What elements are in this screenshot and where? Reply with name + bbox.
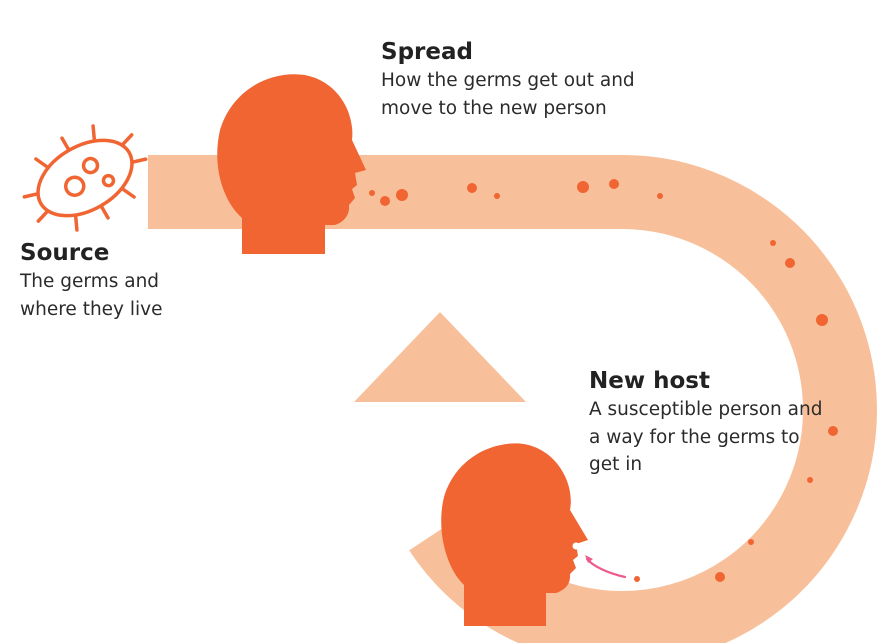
source-label: Source The germs and where they live	[20, 238, 220, 323]
droplet	[369, 190, 375, 196]
droplet	[494, 193, 500, 199]
new-host-label: New host A susceptible person and a way …	[589, 366, 829, 479]
germ-bacteria-icon	[22, 124, 148, 232]
spread-label: Spread How the germs get out and move to…	[381, 37, 681, 122]
source-title: Source	[20, 240, 110, 266]
droplet	[785, 258, 795, 268]
droplet	[657, 193, 663, 199]
droplet	[609, 179, 619, 189]
droplet	[380, 196, 390, 206]
transmission-path	[148, 154, 877, 643]
new-host-title: New host	[589, 368, 710, 394]
transmission-arrowhead	[354, 312, 526, 402]
inhale-path	[585, 557, 627, 579]
new-host-description: A susceptible person and a way for the g…	[589, 399, 823, 475]
germ-droplets	[369, 179, 838, 582]
droplet	[577, 181, 589, 193]
droplet	[396, 189, 408, 201]
source-description: The germs and where they live	[20, 271, 163, 320]
inhale-arrowhead	[585, 555, 593, 563]
spread-description: How the germs get out and move to the ne…	[381, 70, 635, 119]
droplet	[770, 240, 776, 246]
droplet	[807, 477, 813, 483]
droplet	[748, 539, 754, 545]
head-profile-icon	[217, 74, 366, 254]
droplet	[634, 576, 640, 582]
droplet	[715, 572, 725, 582]
droplet	[467, 183, 477, 193]
droplet	[816, 314, 828, 326]
spread-title: Spread	[381, 39, 473, 65]
droplet	[828, 426, 838, 436]
entry-point-nose	[572, 542, 580, 550]
head-profile-icon	[441, 443, 588, 626]
